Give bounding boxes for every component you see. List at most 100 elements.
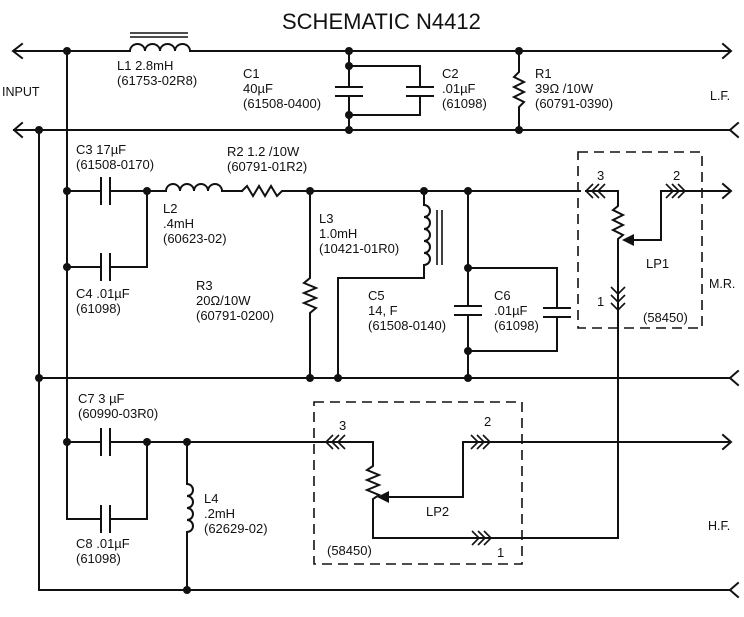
junction-dot	[464, 374, 472, 382]
hf-output-arrow-negative	[728, 581, 740, 599]
capacitor-C6	[467, 267, 571, 352]
C5-ref-label: C5	[368, 288, 385, 303]
junction-dot	[515, 126, 523, 134]
lpad-LP2	[313, 401, 523, 565]
L4-value-label: .2mH	[204, 506, 235, 521]
LP1-part-label: (58450)	[643, 310, 688, 325]
R3-value-label: 20Ω/10W	[196, 293, 251, 308]
C8-part-label: (61098)	[76, 551, 121, 566]
capacitor-C3	[66, 177, 148, 205]
junction-dot	[183, 586, 191, 594]
C4-ref-label: C4 .01µF	[76, 286, 130, 301]
C2-part-label: (61098)	[442, 96, 487, 111]
wire-bus-negative	[38, 129, 731, 591]
LP1-ref-label: LP1	[646, 256, 669, 271]
capacitor-C8	[66, 441, 148, 533]
C2-value-label: .01µF	[442, 81, 476, 96]
junction-dot	[464, 347, 472, 355]
hf-section: C7 3 µF (60990-03R0) C8 .01µF (61098) L4…	[63, 377, 740, 599]
LP2-pin2-label: 2	[484, 414, 491, 429]
junction-dot	[143, 187, 151, 195]
junction-dot	[464, 187, 472, 195]
C7-part-label: (60990-03R0)	[78, 406, 158, 421]
lf-output-arrow-positive	[721, 42, 733, 60]
C2-ref-label: C2	[442, 66, 459, 81]
C6-ref-label: C6	[494, 288, 511, 303]
junction-dot	[63, 187, 71, 195]
C4-part-label: (61098)	[76, 301, 121, 316]
inductor-L1	[128, 32, 192, 53]
junction-dot	[35, 374, 43, 382]
junction-dot	[63, 438, 71, 446]
input-label: INPUT	[2, 85, 40, 99]
C5-value-label: 14, F	[368, 303, 398, 318]
resistor-R1	[511, 50, 527, 131]
junction-dot	[334, 374, 342, 382]
junction-dot	[306, 374, 314, 382]
R2-ref-label: R2 1.2 /10W	[227, 144, 300, 159]
L2-ref-label: L2	[163, 201, 177, 216]
junction-dot	[183, 438, 191, 446]
capacitor-C7	[66, 428, 148, 456]
input-arrow-negative	[12, 121, 24, 139]
C1-value-label: 40µF	[243, 81, 273, 96]
resistor-R2	[240, 184, 581, 198]
C6-part-label: (61098)	[494, 318, 539, 333]
L3-value-label: 1.0mH	[319, 226, 357, 241]
schematic-title: SCHEMATIC N4412	[282, 9, 481, 34]
L3-ref-label: L3	[319, 211, 333, 226]
hf-output-arrow-positive	[721, 433, 733, 451]
C3-part-label: (61508-0170)	[76, 157, 154, 172]
C6-value-label: .01µF	[494, 303, 528, 318]
L3-part-label: (10421-01R0)	[319, 241, 399, 256]
C1-ref-label: C1	[243, 66, 260, 81]
hf-label: H.F.	[708, 519, 730, 533]
R1-part-label: (60791-0390)	[535, 96, 613, 111]
LP2-pin3-label: 3	[339, 418, 346, 433]
junction-dot	[345, 62, 353, 70]
C3-ref-label: C3 17µF	[76, 142, 126, 157]
junction-dot	[420, 187, 428, 195]
inductor-L2	[146, 183, 243, 192]
mr-label: M.R.	[709, 277, 735, 291]
junction-dot	[306, 187, 314, 195]
R2-part-label: (60791-01R2)	[227, 159, 307, 174]
inductor-L3	[337, 190, 443, 379]
LP2-ref-label: LP2	[426, 504, 449, 519]
R1-ref-label: R1	[535, 66, 552, 81]
capacitor-C2	[348, 65, 434, 116]
resistor-R3	[301, 190, 319, 379]
junction-dot	[345, 47, 353, 55]
wire	[499, 377, 619, 539]
L2-part-label: (60623-02)	[163, 231, 227, 246]
L2-value-label: .4mH	[163, 216, 194, 231]
mr-output-arrow-negative	[728, 369, 740, 387]
L1-ref-label: L1 2.8mH	[117, 58, 173, 73]
C5-part-label: (61508-0140)	[368, 318, 446, 333]
junction-dot	[515, 47, 523, 55]
junction-dot	[345, 126, 353, 134]
C1-part-label: (61508-0400)	[243, 96, 321, 111]
lf-section: L1 2.8mH (61753-02R8) C1 40µF (61508-040…	[2, 32, 740, 139]
junction-dot	[63, 263, 71, 271]
R3-part-label: (60791-0200)	[196, 308, 274, 323]
capacitor-C5	[454, 190, 482, 379]
LP1-pin3-label: 3	[597, 168, 604, 183]
LP1-pin1-label: 1	[597, 294, 604, 309]
junction-dot	[345, 111, 353, 119]
junction-dot	[464, 264, 472, 272]
L1-part-label: (61753-02R8)	[117, 73, 197, 88]
L4-ref-label: L4	[204, 491, 218, 506]
LP1-pin2-label: 2	[673, 168, 680, 183]
C8-ref-label: C8 .01µF	[76, 536, 130, 551]
LP2-pin1-label: 1	[497, 545, 504, 560]
capacitor-C4	[66, 190, 148, 281]
R3-ref-label: R3	[196, 278, 213, 293]
inductor-L4	[186, 441, 194, 591]
C7-ref-label: C7 3 µF	[78, 391, 125, 406]
lf-output-arrow-negative	[728, 121, 740, 139]
R1-value-label: 39Ω /10W	[535, 81, 594, 96]
lpad-LP1	[577, 151, 733, 379]
LP2-part-label: (58450)	[327, 543, 372, 558]
